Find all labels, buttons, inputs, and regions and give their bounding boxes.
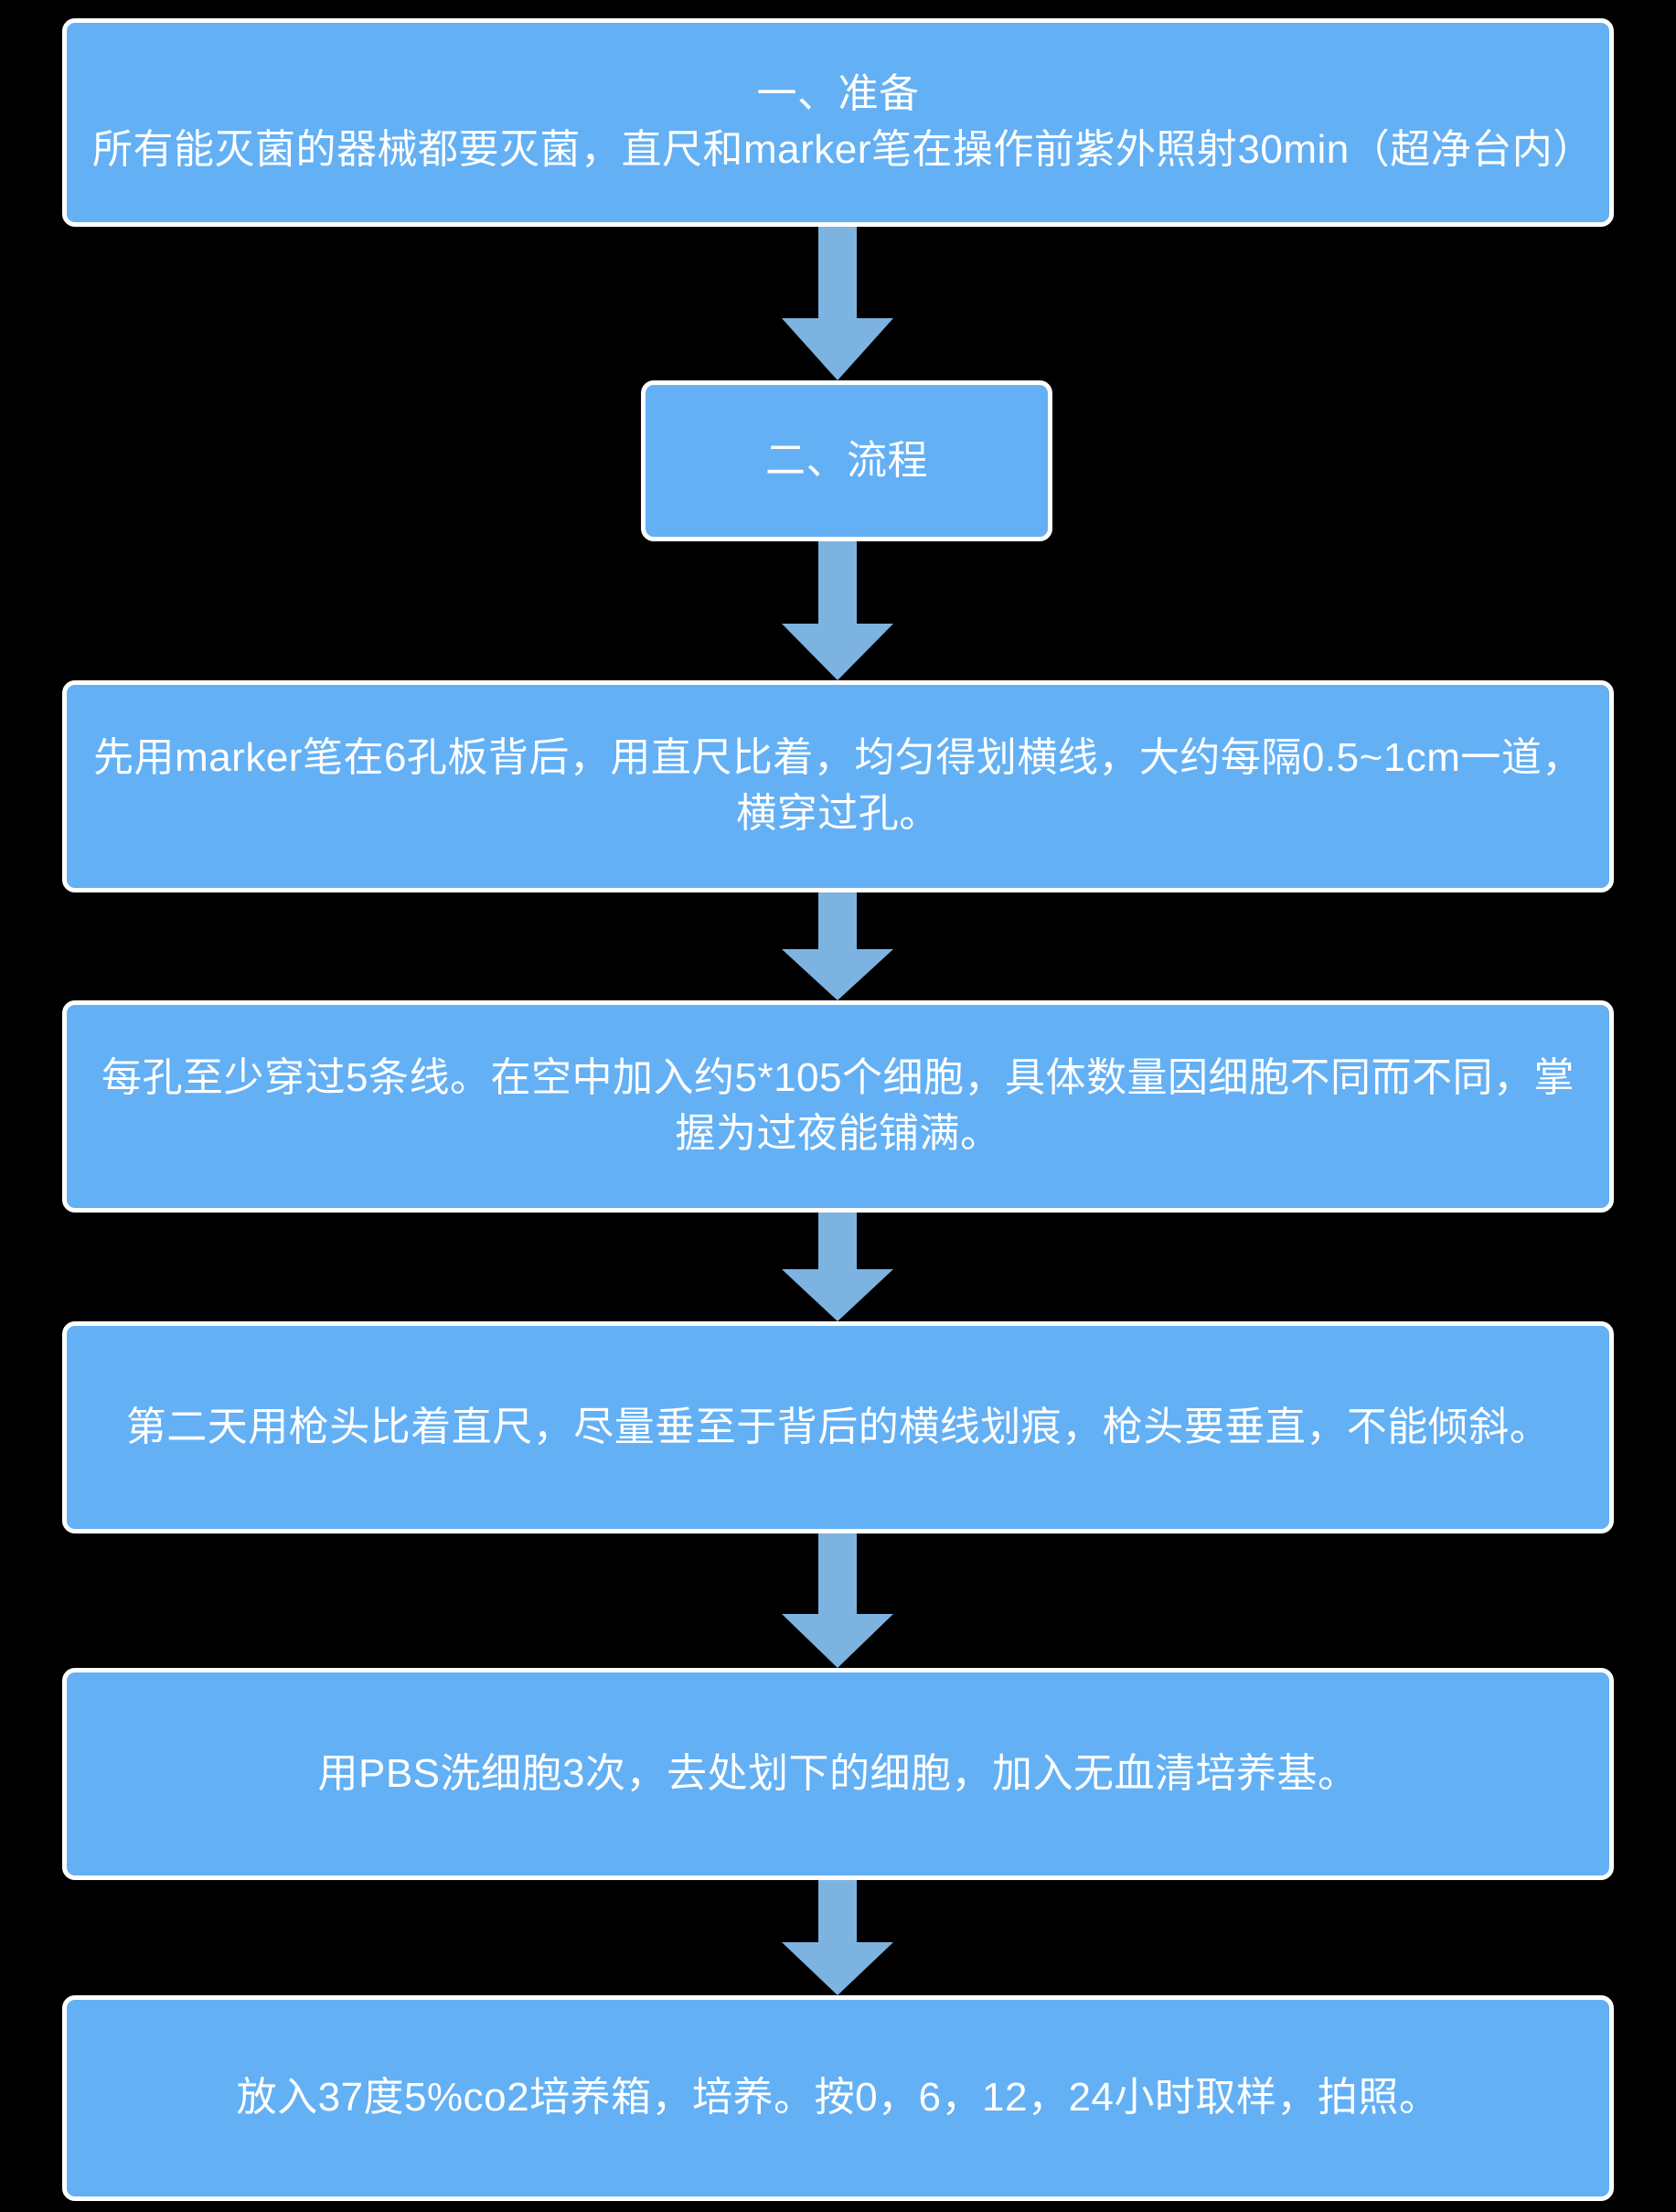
flowchart-node-scratch[interactable]: 第二天用枪头比着直尺，尽量垂至于背后的横线划痕，枪头要垂直，不能倾斜。 [62,1321,1614,1533]
flowchart-node-scratch-label: 第二天用枪头比着直尺，尽量垂至于背后的横线划痕，枪头要垂直，不能倾斜。 [125,1404,1551,1449]
flowchart-node-wash-pbs[interactable]: 用PBS洗细胞3次，去处划下的细胞，加入无血清培养基。 [62,1668,1614,1880]
flowchart-arrow-down-4 [782,1213,893,1321]
flowchart-arrow-down-3 [782,892,893,1000]
flowchart-arrow-down-2 [782,541,893,680]
flowchart-arrow-down-6 [782,1880,893,1995]
flowchart-node-prepare[interactable]: 一、准备 所有能灭菌的器械都要灭菌，直尺和marker笔在操作前紫外照射30mi… [62,18,1614,227]
flowchart-node-process[interactable]: 二、流程 [641,380,1052,541]
flowchart-arrow-down-5 [782,1533,893,1668]
flowchart-arrow-down-1 [782,227,893,380]
flowchart-node-process-label: 二、流程 [765,437,928,483]
flowchart-node-prepare-label: 一、准备 所有能灭菌的器械都要灭菌，直尺和marker笔在操作前紫外照射30mi… [92,71,1594,172]
flowchart-node-draw-lines-label: 先用marker笔在6孔板背后，用直尺比着，均匀得划横线，大约每隔0.5~1cm… [93,735,1583,836]
flowchart-node-incubate[interactable]: 放入37度5%co2培养箱，培养。按0，6，12，24小时取样，拍照。 [62,1995,1614,2201]
flowchart-node-draw-lines[interactable]: 先用marker笔在6孔板背后，用直尺比着，均匀得划横线，大约每隔0.5~1cm… [62,680,1614,892]
flowchart-node-seed-cells-label: 每孔至少穿过5条线。在空中加入约5*105个细胞，具体数量因细胞不同而不同，掌握… [101,1055,1575,1156]
flowchart-node-wash-pbs-label: 用PBS洗细胞3次，去处划下的细胞，加入无血清培养基。 [317,1750,1359,1796]
flowchart-node-incubate-label: 放入37度5%co2培养箱，培养。按0，6，12，24小时取样，拍照。 [236,2075,1440,2121]
flowchart-node-seed-cells[interactable]: 每孔至少穿过5条线。在空中加入约5*105个细胞，具体数量因细胞不同而不同，掌握… [62,1000,1614,1213]
